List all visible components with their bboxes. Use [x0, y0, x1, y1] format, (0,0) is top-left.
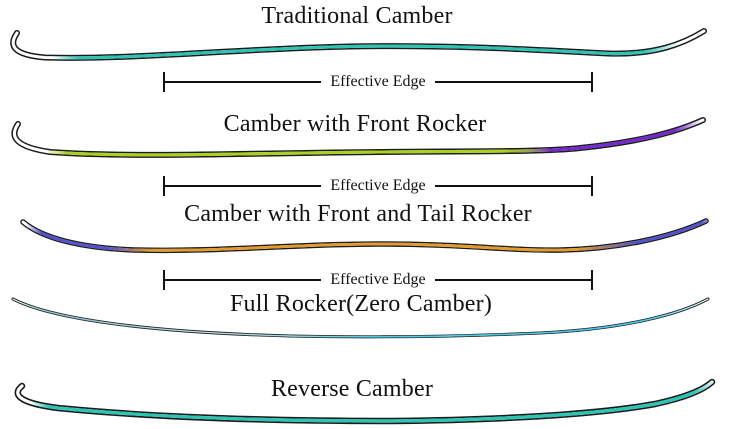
profile-title-camber-front-rocker: Camber with Front Rocker — [223, 111, 487, 137]
ski-color-stripe — [21, 219, 708, 252]
ski-reverse-camber — [14, 378, 716, 425]
ski-camber-front-tail-rocker — [20, 218, 709, 254]
bracket-tick-right — [591, 72, 593, 92]
bracket-tick-left — [163, 72, 165, 92]
effective-edge-bracket-2: Effective Edge — [163, 176, 593, 196]
profile-title-traditional-camber: Traditional Camber — [261, 3, 453, 29]
ski-traditional-camber — [10, 28, 707, 61]
ski-color-stripe — [16, 380, 714, 423]
profile-title-full-rocker: Full Rocker(Zero Camber) — [229, 291, 493, 317]
bracket-line-right — [434, 81, 591, 83]
ski-color-stripe — [12, 118, 705, 157]
profile-title-camber-front-tail-rocker: Camber with Front and Tail Rocker — [184, 201, 532, 227]
ski-color-stripe — [12, 298, 709, 338]
profile-title-reverse-camber: Reverse Camber — [270, 376, 434, 402]
bracket-line-right — [434, 185, 591, 187]
bracket-tick-left — [163, 176, 165, 196]
bracket-tick-right — [591, 176, 593, 196]
effective-edge-label: Effective Edge — [330, 271, 426, 288]
effective-edge-bracket-1: Effective Edge — [163, 72, 593, 92]
bracket-line-left — [165, 81, 322, 83]
ski-color-stripe — [11, 29, 706, 60]
ski-camber-front-rocker — [11, 117, 706, 158]
effective-edge-label: Effective Edge — [330, 73, 426, 90]
bracket-line-left — [165, 185, 322, 187]
bracket-tick-right — [591, 270, 593, 290]
bracket-line-right — [434, 279, 591, 281]
effective-edge-bracket-3: Effective Edge — [163, 270, 593, 290]
bracket-tick-left — [163, 270, 165, 290]
bracket-line-left — [165, 279, 322, 281]
ski-full-rocker — [11, 297, 710, 339]
effective-edge-label: Effective Edge — [330, 177, 426, 194]
